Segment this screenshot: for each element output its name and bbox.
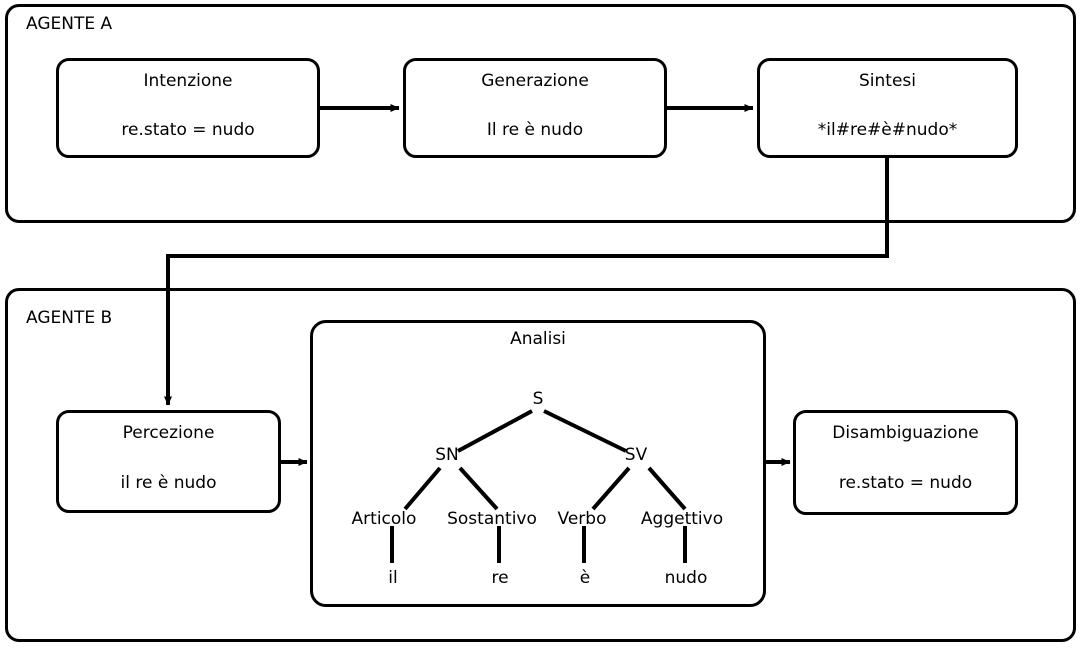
tree-node-articolo: Articolo (351, 509, 417, 529)
node-disambiguazione-title: Disambiguazione (832, 423, 979, 443)
tree-leaf-il: il (388, 568, 398, 588)
node-percezione[interactable]: Percezione il re è nudo (56, 410, 281, 513)
tree-node-sn: SN (435, 445, 459, 465)
node-sintesi-value: *il#re#è#nudo* (817, 120, 958, 140)
tree-leaf-nudo: nudo (664, 568, 708, 588)
tree-node-s: S (532, 389, 544, 409)
node-sintesi-title: Sintesi (859, 71, 916, 91)
parse-tree-edges (390, 409, 687, 563)
node-generazione[interactable]: Generazione Il re è nudo (403, 58, 667, 158)
node-intenzione[interactable]: Intenzione re.stato = nudo (56, 58, 320, 158)
node-intenzione-title: Intenzione (143, 71, 233, 91)
node-disambiguazione-value: re.stato = nudo (838, 473, 973, 493)
tree-node-verbo: Verbo (557, 509, 607, 529)
agent-b-label: AGENTE B (26, 308, 113, 328)
tree-leaf-e-accent: è (579, 568, 591, 588)
node-intenzione-value: re.stato = nudo (121, 120, 255, 140)
tree-node-aggettivo: Aggettivo (640, 509, 724, 529)
node-generazione-title: Generazione (481, 71, 589, 91)
tree-node-sv: SV (624, 445, 648, 465)
tree-node-sostantivo: Sostantivo (447, 509, 537, 529)
node-analisi[interactable]: Analisi S SN SV Articolo (310, 320, 766, 607)
node-sintesi[interactable]: Sintesi *il#re#è#nudo* (757, 58, 1018, 158)
node-generazione-value: Il re è nudo (486, 120, 584, 140)
node-percezione-value: il re è nudo (120, 473, 217, 493)
node-analisi-title: Analisi (510, 329, 566, 349)
node-percezione-title: Percezione (122, 423, 215, 443)
node-disambiguazione[interactable]: Disambiguazione re.stato = nudo (793, 410, 1018, 515)
tree-leaf-re: re (491, 568, 509, 588)
agent-a-label: AGENTE A (26, 14, 113, 34)
